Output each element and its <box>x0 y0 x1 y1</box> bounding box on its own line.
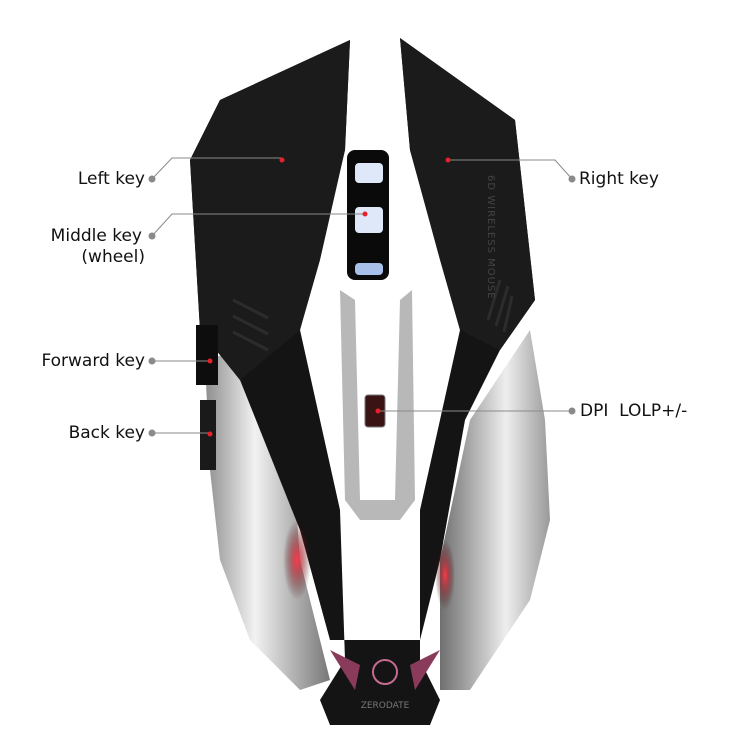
label-right-key: Right key <box>579 169 659 189</box>
right-chrome-panel <box>440 330 550 690</box>
wheel-light <box>355 207 383 233</box>
led-glow <box>283 520 311 600</box>
callout-leaders <box>151 157 573 434</box>
label-middle-key: Middle key <box>50 226 142 246</box>
label-middle-key-sub: (wheel) <box>81 247 145 267</box>
left-chrome-panel <box>205 350 330 690</box>
label-left-key: Left key <box>77 169 145 189</box>
label-back-key: Back key <box>68 423 145 443</box>
wheel-light <box>355 163 383 183</box>
vent-slits <box>232 279 514 352</box>
svg-text:ZERODATE: ZERODATE <box>361 701 410 711</box>
callout-dots <box>148 175 576 437</box>
right-button[interactable] <box>400 38 535 350</box>
label-dpi: DPI LOLP+/- <box>580 401 688 421</box>
label-forward-key: Forward key <box>41 351 145 371</box>
red-markers <box>207 157 451 437</box>
led-glow <box>435 540 455 610</box>
center-chrome-strip <box>340 290 415 520</box>
brand-logo: ZERODATE <box>330 650 440 711</box>
forward-button[interactable] <box>196 325 218 385</box>
wheel-light <box>355 263 383 275</box>
body-print-text: 6D WIRELESS MOUSE <box>485 175 496 300</box>
left-button[interactable] <box>190 40 350 380</box>
